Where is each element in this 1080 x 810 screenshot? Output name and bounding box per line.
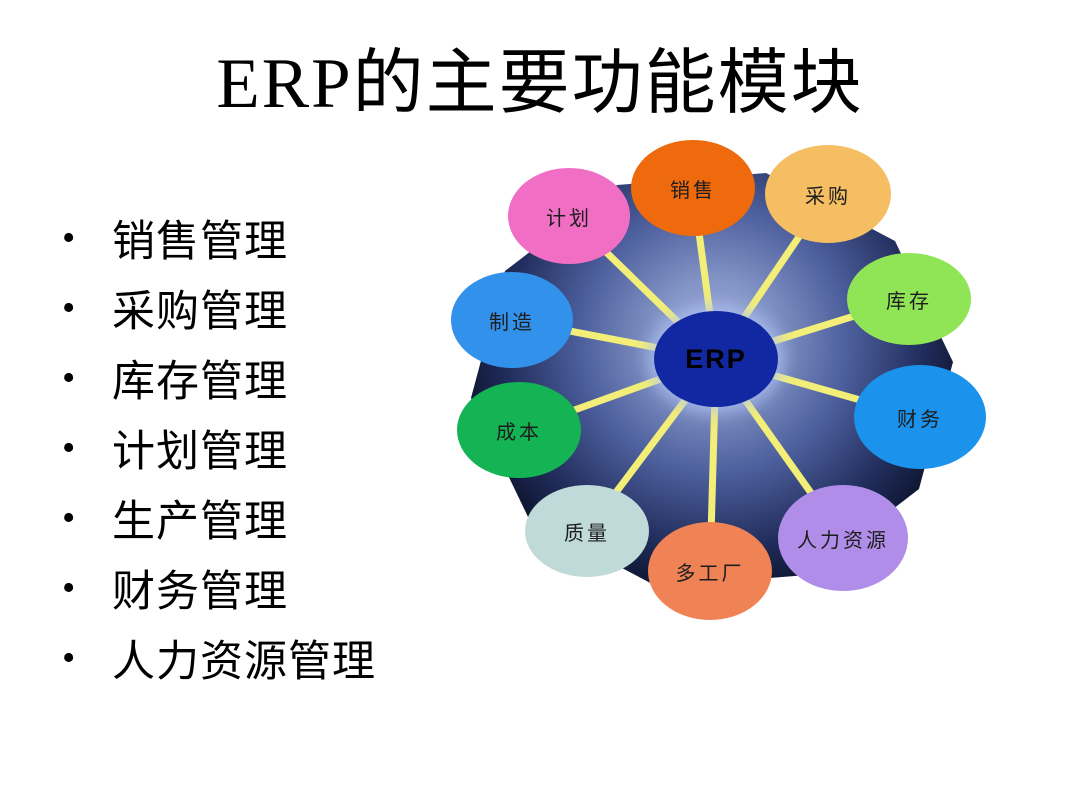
bullet-dot: •: [62, 567, 76, 609]
node-human-resources: 人力资源: [778, 485, 908, 591]
bullet-dot: •: [62, 357, 76, 399]
node-purchasing: 采购: [765, 145, 891, 243]
bullet-text: 销售管理: [112, 219, 288, 266]
node-label: 采购: [805, 185, 851, 208]
bullet-dot: •: [62, 217, 76, 259]
node-label: 多工厂: [675, 562, 745, 585]
node-label: 财务: [897, 408, 943, 431]
node-label: 质量: [564, 522, 610, 545]
bullet-dot: •: [62, 287, 76, 329]
bullet-item: • 销售管理: [62, 203, 376, 273]
bullet-text: 财务管理: [112, 569, 288, 616]
node-label: 库存: [886, 290, 932, 313]
bullet-item: • 人力资源管理: [62, 623, 376, 693]
bullet-text: 采购管理: [112, 289, 288, 336]
node-planning: 计划: [508, 168, 630, 264]
bullet-text: 库存管理: [112, 359, 288, 406]
bullet-text: 人力资源管理: [112, 639, 376, 686]
node-quality: 质量: [525, 485, 649, 577]
node-multi-plant: 多工厂: [648, 522, 772, 620]
node-label: 成本: [496, 421, 542, 444]
slide-title: ERP的主要功能模块: [216, 45, 864, 123]
node-label: 计划: [546, 207, 592, 230]
node-inventory: 库存: [847, 253, 971, 345]
bullet-item: • 计划管理: [62, 413, 376, 483]
node-sales: 销售: [631, 140, 755, 236]
bullet-text: 生产管理: [112, 499, 288, 546]
node-finance: 财务: [854, 365, 986, 469]
erp-hub: ERP: [654, 311, 778, 407]
bullet-dot: •: [62, 427, 76, 469]
node-label: 销售: [670, 179, 716, 202]
bullet-item: • 库存管理: [62, 343, 376, 413]
erp-hub-label: ERP: [685, 343, 747, 374]
bullet-text: 计划管理: [112, 429, 288, 476]
node-label: 制造: [489, 311, 535, 334]
bullet-item: • 生产管理: [62, 483, 376, 553]
bullet-dot: •: [62, 637, 76, 679]
bullet-dot: •: [62, 497, 76, 539]
bullet-list: • 销售管理 • 采购管理 • 库存管理 • 计划管理 • 生产管理 • 财务管…: [62, 203, 376, 693]
node-label: 人力资源: [797, 529, 889, 552]
bullet-item: • 财务管理: [62, 553, 376, 623]
bullet-item: • 采购管理: [62, 273, 376, 343]
node-manufacturing: 制造: [451, 272, 573, 368]
node-cost: 成本: [457, 382, 581, 478]
